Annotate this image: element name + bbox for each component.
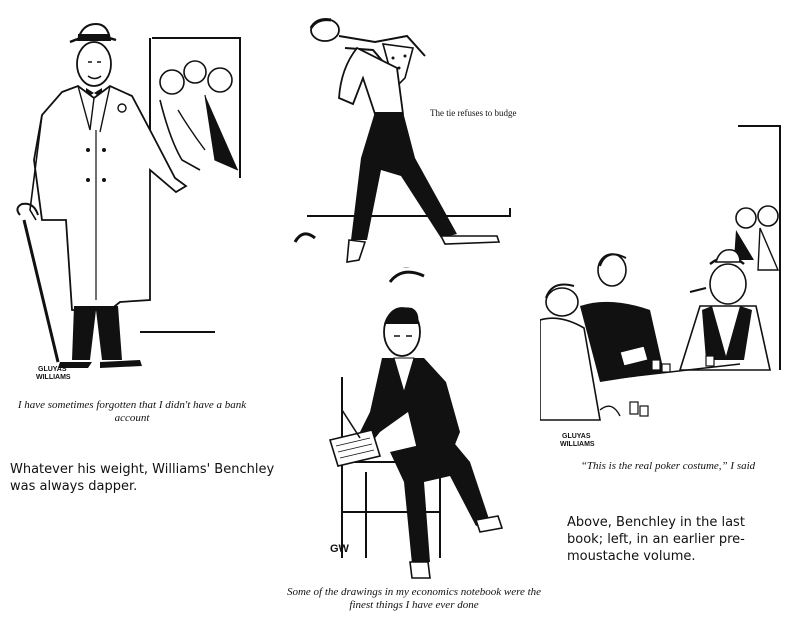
caption-poker: “This is the real poker costume,” I said [580,460,756,472]
illustration-notebook: GW [320,262,520,584]
illustration-tie [285,8,520,268]
illustration-dapper-man: GLUYAS WILLIAMS [0,10,250,380]
note-right: Above, Benchley in the last book; left, … [567,515,745,564]
svg-text:WILLIAMS: WILLIAMS [36,374,71,380]
signature-gw: GW [330,543,350,555]
poker-table-drawing: GLUYAS WILLIAMS [540,125,781,448]
svg-text:GLUYAS: GLUYAS [562,433,591,440]
tie-struggle-drawing [293,18,511,268]
caption-notebook: Some of the drawings in my economics not… [286,586,542,611]
caption-dapper: I have sometimes forgotten that I didn't… [17,399,247,424]
notebook-drawing: GW [328,270,504,579]
svg-text:GLUYAS: GLUYAS [38,366,67,373]
illustration-poker: GLUYAS WILLIAMS [540,120,792,460]
dapper-man-drawing: GLUYAS WILLIAMS [16,22,241,380]
caption-tie: The tie refuses to budge [430,108,517,118]
note-left: Whatever his weight, Williams' Benchley … [10,462,275,494]
svg-text:WILLIAMS: WILLIAMS [560,441,595,448]
